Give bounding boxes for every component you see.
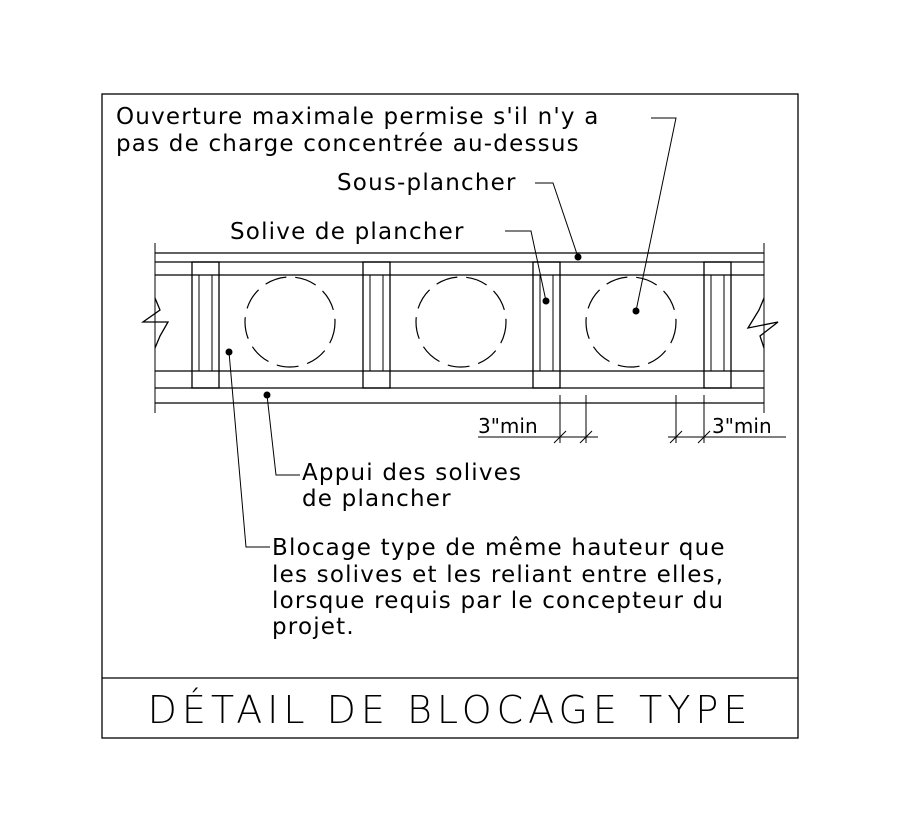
joist-label: Solive de plancher bbox=[230, 219, 465, 245]
dimension-right bbox=[668, 395, 786, 444]
opening-label-line2: pas de charge concentrée au-dessus bbox=[116, 131, 580, 157]
leader-opening bbox=[635, 117, 677, 312]
leader-dot-joist bbox=[542, 297, 550, 305]
subfloor-label: Sous-plancher bbox=[337, 170, 517, 196]
blocking-label-line3: lorsque requis par le concepteur du bbox=[272, 588, 724, 614]
blocking-2 bbox=[362, 261, 391, 389]
dimension-left bbox=[478, 395, 598, 444]
break-symbol-right bbox=[746, 297, 779, 349]
dimension-left-label: 3"min bbox=[478, 414, 538, 438]
blocking-1 bbox=[191, 261, 220, 389]
blocking-label-line4: projet. bbox=[272, 614, 355, 640]
drawing-title: DÉTAIL DE BLOCAGE TYPE bbox=[148, 688, 753, 732]
floor-assembly bbox=[140, 243, 779, 413]
bearing-label-line2: de plancher bbox=[302, 486, 452, 512]
opening-label-line1: Ouverture maximale permise s'il n'y a bbox=[116, 104, 600, 130]
leader-joist bbox=[505, 230, 547, 302]
dimension-right-label: 3"min bbox=[712, 414, 772, 438]
break-symbol-left bbox=[140, 297, 170, 349]
blocking-4 bbox=[703, 261, 732, 389]
leader-dot-opening bbox=[632, 307, 640, 315]
leader-blocking bbox=[228, 351, 270, 548]
leader-dot-bearing bbox=[263, 391, 271, 399]
opening-circle-3 bbox=[585, 276, 677, 368]
blocking-label-line1: Blocage type de même hauteur que bbox=[272, 535, 726, 561]
leader-dot-blocking bbox=[225, 348, 233, 356]
opening-circle-2 bbox=[415, 276, 507, 368]
blocking-3 bbox=[532, 261, 561, 389]
opening-circle-1 bbox=[244, 276, 336, 368]
drawing-frame bbox=[101, 93, 799, 739]
bearing-label-line1: Appui des solives bbox=[302, 460, 522, 486]
leader-subfloor bbox=[535, 182, 579, 258]
leader-bearing bbox=[266, 394, 300, 476]
blocking-label-line2: les solives et les reliant entre elles, bbox=[272, 562, 724, 588]
leader-dot-subfloor bbox=[574, 253, 582, 261]
